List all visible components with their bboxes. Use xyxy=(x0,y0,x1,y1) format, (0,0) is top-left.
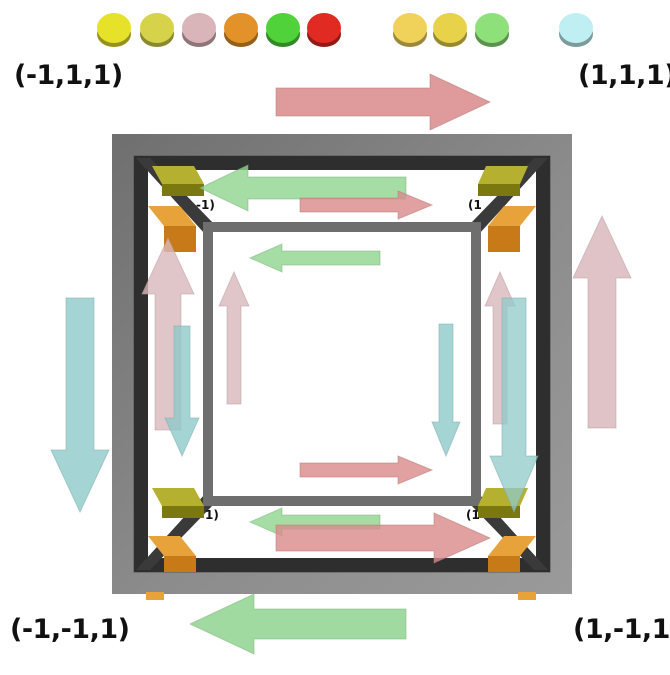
color-dot xyxy=(393,13,427,43)
color-dot xyxy=(224,13,258,43)
color-dot xyxy=(266,13,300,43)
corner-label-bottom-right: (1,-1,1) xyxy=(573,614,670,645)
corner-label-top-left: (-1,1,1) xyxy=(14,60,123,91)
flow-arrow xyxy=(299,190,434,220)
flow-arrow xyxy=(275,512,492,564)
color-dot xyxy=(307,13,341,43)
flow-arrow xyxy=(572,214,632,429)
color-dot xyxy=(140,13,174,43)
color-dot xyxy=(182,13,216,43)
flow-arrow xyxy=(218,270,250,405)
flow-arrow xyxy=(50,297,110,514)
flow-arrow xyxy=(248,243,381,273)
flow-arrow xyxy=(489,297,539,514)
flow-arrow xyxy=(299,455,434,485)
flow-arrow xyxy=(164,325,200,458)
flow-arrows xyxy=(50,73,632,655)
corner-label-bottom-left: (-1,-1,1) xyxy=(10,614,130,645)
color-dot xyxy=(433,13,467,43)
corner-label-top-right: (1,1,1) xyxy=(578,60,670,91)
flow-arrow xyxy=(188,593,407,655)
inner-label-bottom-right: (1 xyxy=(466,508,480,522)
color-dot xyxy=(559,13,593,43)
flow-arrow xyxy=(275,73,492,131)
inner-label-top-right: (1 xyxy=(468,198,482,212)
flow-arrow xyxy=(431,323,461,458)
color-dot-row xyxy=(97,13,593,47)
color-dot xyxy=(97,13,131,43)
inner-label-top-left: -1) xyxy=(196,198,215,212)
corner-blocks xyxy=(146,166,536,600)
inner-label-bottom-left: 1) xyxy=(205,508,219,522)
color-dot xyxy=(475,13,509,43)
